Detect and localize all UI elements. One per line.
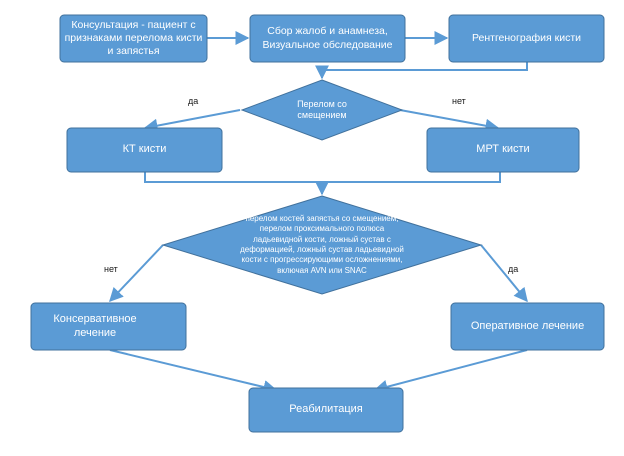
edge-complex-surgical — [480, 244, 528, 303]
edge-xray-decision — [315, 62, 528, 80]
mri-text: МРТ кисти — [476, 143, 530, 156]
conservative-text: Консервативное лечение — [53, 312, 137, 339]
edge-surgical-rehab — [373, 349, 528, 394]
label-no-bottom: нет — [104, 264, 118, 274]
surgical-text: Оперативное лечение — [470, 319, 585, 332]
ct-text: КТ кисти — [122, 143, 167, 156]
displacement-text: Перелом со смещением — [297, 98, 347, 120]
label-yes-top: да — [188, 96, 199, 106]
edge-complex-conservative — [109, 244, 164, 303]
xray-text: Рентгенография кисти — [471, 31, 582, 44]
box-consultation — [59, 14, 208, 63]
diamond-displacement — [240, 79, 404, 141]
label-no-top: нет — [452, 96, 466, 106]
box-conservative — [30, 302, 187, 351]
label-yes-bottom: да — [508, 264, 519, 274]
rehab-text: Реабилитация — [289, 403, 363, 416]
box-surgical — [450, 302, 605, 351]
edge-decision-ct — [143, 109, 241, 133]
edge-merge-imaging — [144, 172, 501, 183]
box-ct — [66, 127, 223, 173]
edge-conservative-rehab — [109, 349, 278, 394]
consultation-text: Консультация - пациент с признаками пере… — [64, 18, 203, 58]
edge-decision-mri — [399, 109, 500, 133]
box-mri — [426, 127, 580, 173]
box-xray — [448, 14, 605, 63]
diamond-complex — [161, 195, 483, 295]
box-complaints — [249, 14, 406, 63]
box-rehab — [248, 387, 404, 433]
complaints-text: Сбор жалоб и анамнеза, Визуальное обслед… — [262, 25, 393, 51]
complex-text: перелом костей запястья со смещением, пе… — [240, 213, 404, 275]
